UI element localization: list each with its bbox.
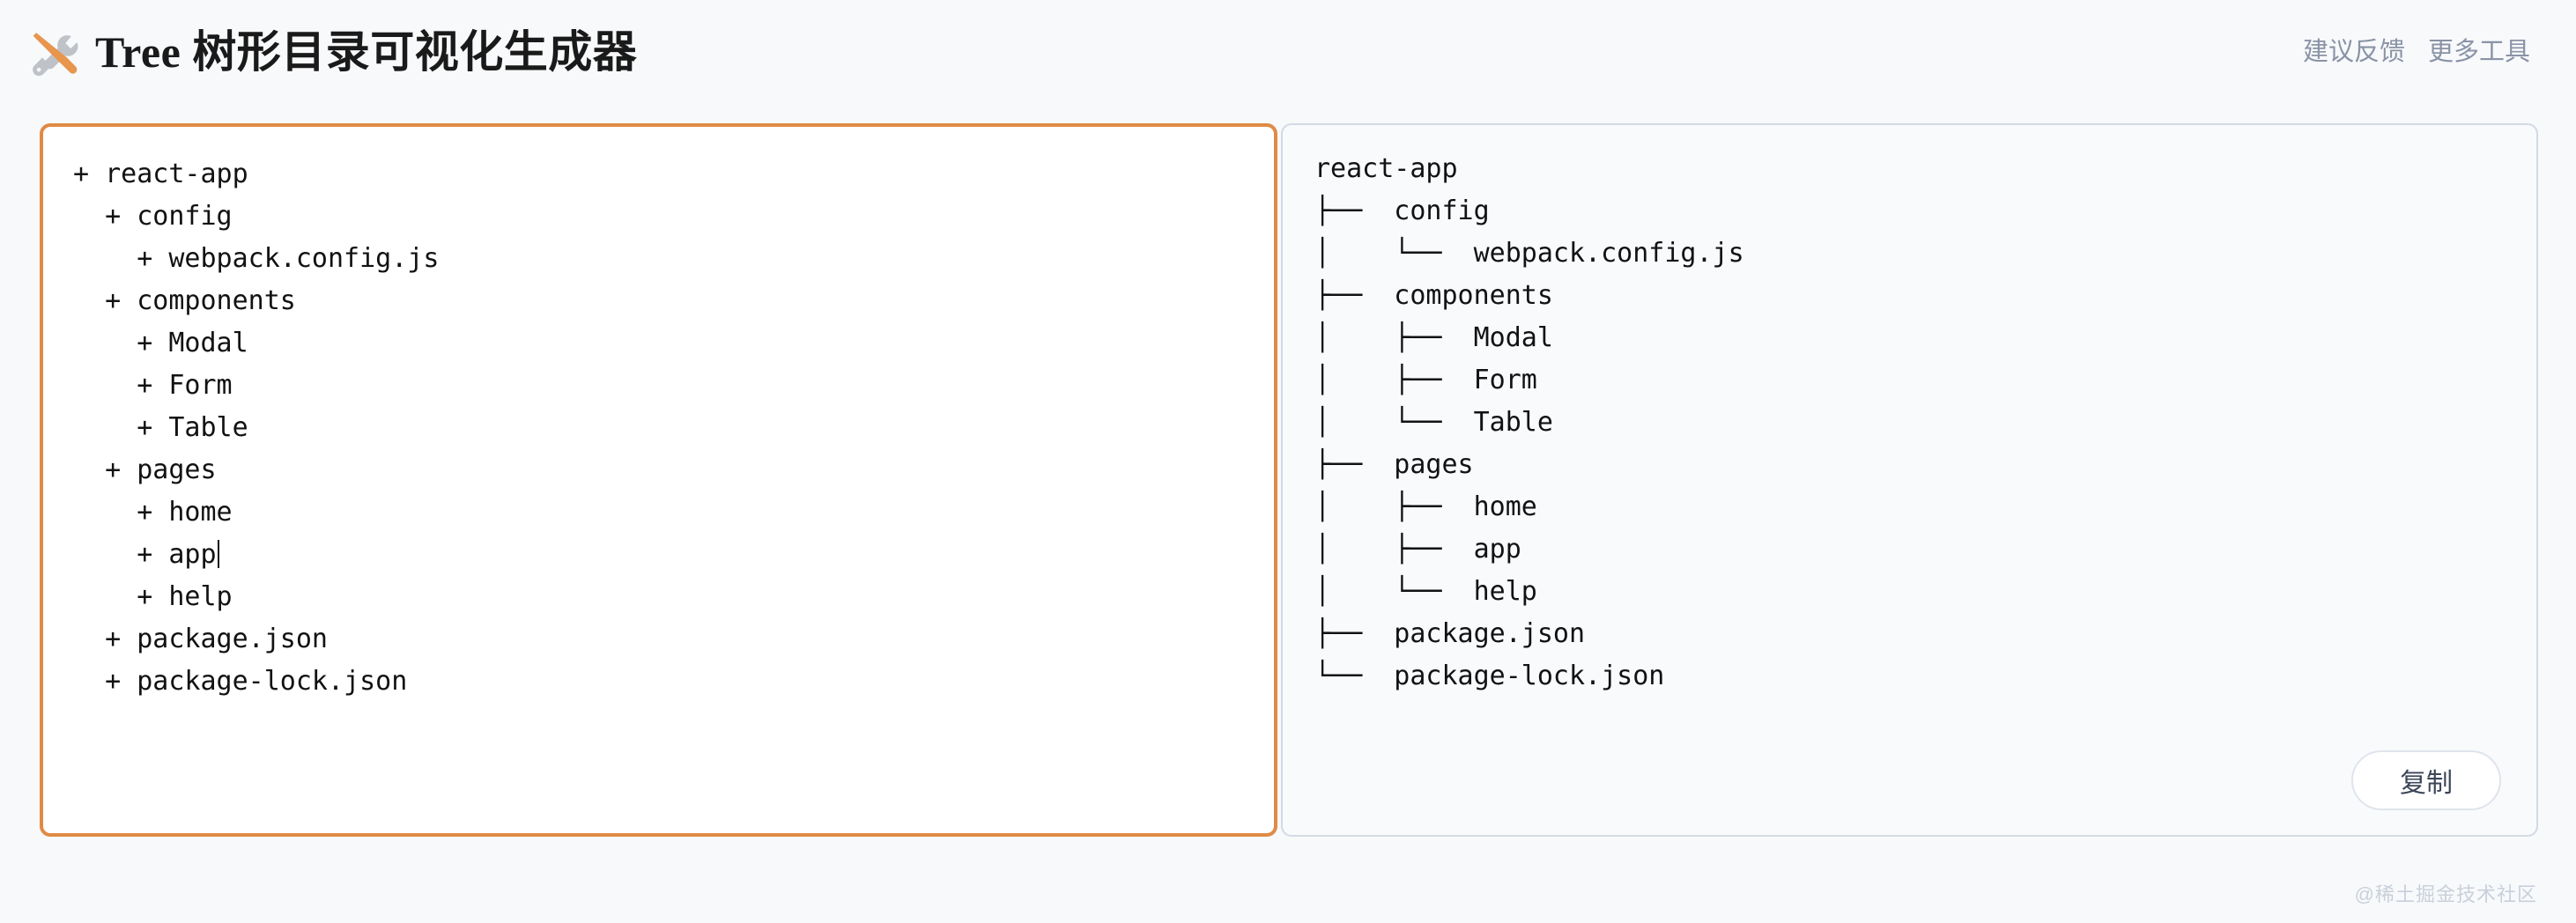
tree-source-line: + webpack.config.js (73, 243, 440, 274)
tree-preview-line: ├── components (1314, 280, 1553, 311)
tools-wrench-screwdriver-icon (26, 25, 81, 79)
tree-preview-line: ├── package.json (1314, 618, 1586, 649)
more-tools-link[interactable]: 更多工具 (2427, 37, 2530, 66)
page-header: Tree 树形目录可视化生成器 建议反馈 更多工具 (0, 0, 2576, 104)
tree-source-line: + react-app (73, 159, 248, 189)
tree-preview-line: ├── config (1314, 196, 1490, 226)
tree-preview-text: react-app ├── config │ └── webpack.config.… (1314, 148, 2506, 698)
tree-source-text[interactable]: + react-app + config + webpack.config.js… (73, 153, 1244, 703)
tree-preview-line: │ ├── Form (1314, 365, 1537, 395)
copy-button-label: 复制 (2400, 769, 2453, 798)
tree-source-input[interactable]: + react-app + config + webpack.config.js… (40, 123, 1277, 837)
tree-preview-line: │ └── help (1314, 576, 1537, 607)
watermark: @稀土掘金技术社区 (2354, 883, 2537, 905)
tree-source-line: + app (73, 534, 1244, 576)
workspace: + react-app + config + webpack.config.js… (40, 123, 2538, 837)
tree-preview-line: │ ├── app (1314, 534, 1521, 565)
tree-source-line: + Modal (73, 328, 248, 358)
tree-source-line: + home (73, 497, 233, 528)
tree-source-line: + help (73, 581, 233, 612)
tree-preview-line: │ ├── home (1314, 491, 1537, 522)
tree-preview-line: │ ├── Modal (1314, 322, 1553, 353)
tree-preview-line: ├── pages (1314, 449, 1474, 480)
tree-preview-line: └── package-lock.json (1314, 661, 1665, 691)
page-title: Tree 树形目录可视化生成器 (95, 27, 638, 77)
tree-source-line: + config (73, 201, 233, 232)
tree-source-line: + Form (73, 370, 233, 401)
tree-preview-line: react-app (1314, 153, 1458, 184)
tree-source-line: + pages (73, 454, 217, 485)
copy-button[interactable]: 复制 (2351, 750, 2501, 810)
header-links: 建议反馈 更多工具 (2302, 37, 2530, 66)
tree-source-line: + package.json (73, 624, 328, 654)
tree-source-line: + components (73, 285, 296, 316)
tree-source-line: + Table (73, 412, 248, 443)
brand: Tree 树形目录可视化生成器 (26, 25, 637, 79)
feedback-link[interactable]: 建议反馈 (2302, 37, 2405, 66)
tree-preview-line: │ └── webpack.config.js (1314, 238, 1744, 269)
text-caret (217, 540, 219, 568)
tree-preview-output: react-app ├── config │ └── webpack.config.… (1281, 123, 2538, 837)
tree-source-line: + package-lock.json (73, 666, 408, 697)
tree-preview-line: │ └── Table (1314, 407, 1553, 438)
